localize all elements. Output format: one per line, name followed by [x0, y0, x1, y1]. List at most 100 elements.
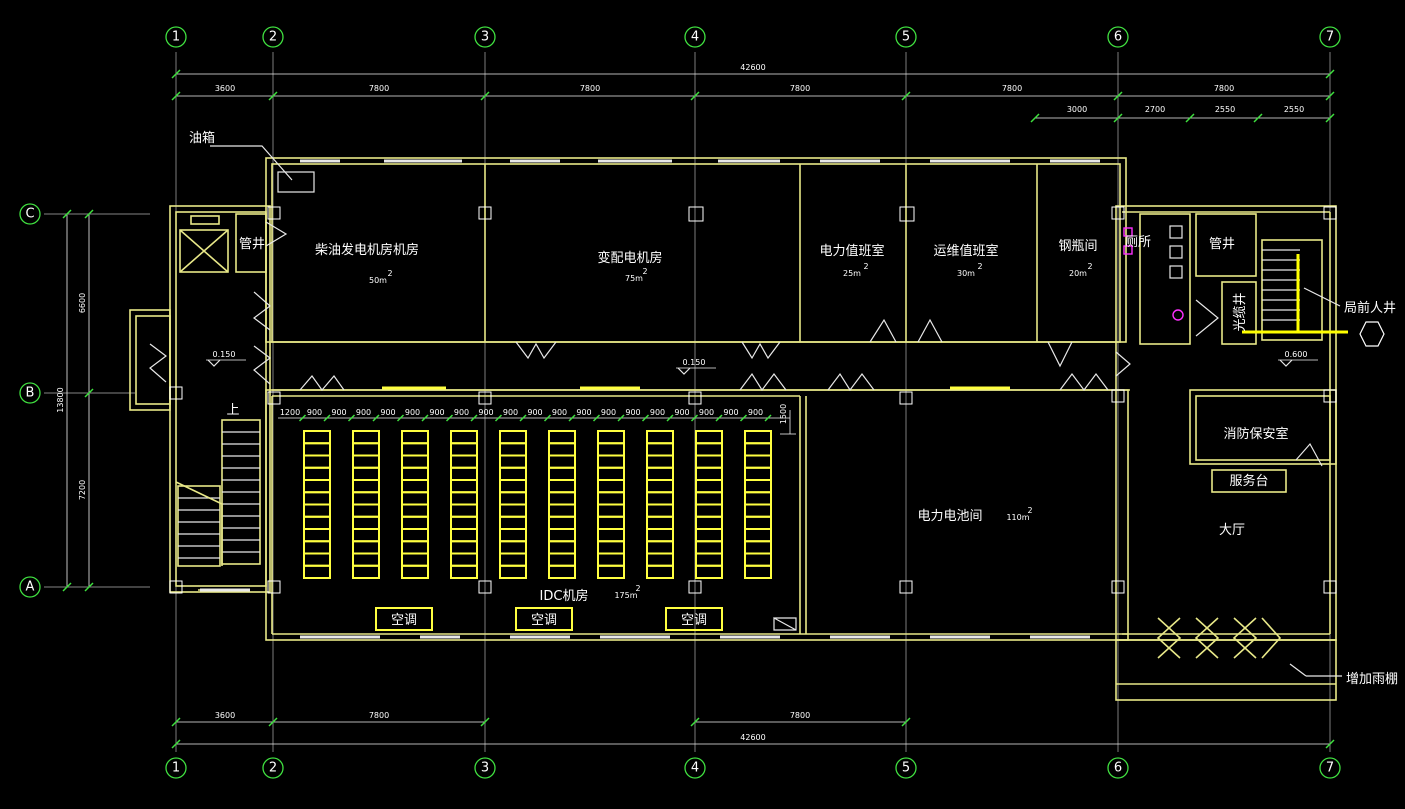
axis-label: 6 [1114, 761, 1122, 776]
rack-cabinet [499, 454, 527, 469]
rack-dim-tick [641, 414, 650, 422]
rack-cabinet [499, 491, 527, 506]
area-sup: 2 [863, 262, 868, 271]
rack-cabinet [695, 454, 723, 469]
rack-cabinet [597, 442, 625, 457]
rack-cabinet [499, 564, 527, 579]
label-weak-shaft: 光缆井 [1232, 292, 1248, 331]
rack-cabinet [303, 454, 331, 469]
rack-cabinet [401, 454, 429, 469]
rack-cabinet [597, 564, 625, 579]
level-markers: 0.150 0.150 0.600 [206, 350, 1318, 375]
rack-dim-label: 900 [356, 408, 371, 417]
axis-label: 5 [902, 30, 910, 45]
rack-cabinet [646, 503, 674, 518]
rack-cabinet [548, 479, 576, 494]
axis-label: 6 [1114, 30, 1122, 45]
area-sup: 2 [1087, 262, 1092, 271]
rack-dim-tick [739, 414, 748, 422]
axis-label: 3 [481, 761, 489, 776]
rack-dim-label: 900 [380, 408, 395, 417]
rack-cabinet [744, 479, 772, 494]
rack-cabinet [744, 552, 772, 567]
dim-overall-left: 13800 [56, 387, 65, 412]
label-canopy: 增加雨棚 [1346, 672, 1398, 687]
rack-cabinet [352, 552, 380, 567]
rack-cabinet [548, 540, 576, 555]
axis-label: 3 [481, 30, 489, 45]
rack-cabinet [597, 503, 625, 518]
rack-dim-tick [666, 414, 674, 422]
label-bottle-room: 钢瓶间 [1058, 239, 1097, 254]
rack-cabinet [646, 442, 674, 457]
level-label: 0.600 [1285, 350, 1308, 359]
rack-cabinet [450, 454, 478, 469]
rack-cabinet [548, 564, 576, 579]
rack-cabinet [597, 454, 625, 469]
rack-cabinet [303, 515, 331, 530]
rack-cabinet [401, 479, 429, 494]
rack-cabinet [352, 479, 380, 494]
rack-cabinet [401, 564, 429, 579]
rack-dim-tick [421, 414, 429, 422]
axis-label: 1 [172, 30, 180, 45]
rack-dim-label: 900 [527, 408, 542, 417]
rack-dim-tick [617, 414, 625, 422]
dim-sub: 2550 [1215, 105, 1235, 114]
rack-cabinet [450, 491, 478, 506]
building-walls [129, 157, 1337, 701]
ac-unit-label: 空调 [531, 613, 557, 628]
rack-cabinet [695, 503, 723, 518]
rack-cabinet [597, 540, 625, 555]
axis-bubbles-top: 1 2 3 4 5 6 7 [165, 26, 1341, 48]
axis-label: 7 [1326, 761, 1334, 776]
area-power-duty: 25m [843, 269, 861, 278]
rack-dim-tick [764, 414, 772, 422]
rack-dim-label: 900 [454, 408, 469, 417]
dim-span: 6600 [78, 293, 87, 313]
manhole-symbol [1359, 321, 1385, 347]
top-dimensions: 42600 3600 7800 7800 7800 7800 7800 3000… [171, 63, 1335, 123]
left-dimensions: 13800 6600 7200 [56, 209, 94, 592]
rack-cabinet [499, 515, 527, 530]
rack-dimension-line [278, 410, 796, 435]
rack-cabinet [352, 491, 380, 506]
axis-label: 4 [691, 30, 699, 45]
rack-cabinet [646, 491, 674, 506]
rack-dim-tick [347, 414, 356, 422]
vertical-grid-lines [175, 52, 1331, 752]
axis-label: 4 [691, 761, 699, 776]
rack-dim-label: 900 [576, 408, 591, 417]
rack-cabinet [695, 540, 723, 555]
rack-cabinet [303, 564, 331, 579]
rack-cabinet [597, 466, 625, 481]
rack-cabinet [548, 466, 576, 481]
dim-sub: 2700 [1145, 105, 1165, 114]
rack-cabinet [352, 442, 380, 457]
rack-cabinet [303, 479, 331, 494]
rack-cabinet [646, 552, 674, 567]
rack-cabinet [450, 503, 478, 518]
rack-dim-tick [715, 414, 723, 422]
label-fire-room: 消防保安室 [1223, 426, 1288, 442]
level-label: 0.150 [683, 358, 706, 367]
label-stair-up: 上 [226, 403, 239, 418]
rack-dim-label: 900 [699, 408, 714, 417]
rack-dim-tick [396, 414, 405, 422]
rack-dim-label: 900 [723, 408, 738, 417]
rack-cabinet [695, 430, 723, 445]
rack-cabinet [303, 466, 331, 481]
area-sup: 2 [642, 267, 647, 276]
ac-unit-3 [665, 607, 723, 631]
area-sup: 2 [635, 584, 640, 593]
label-idc-room: IDC机房 [540, 588, 589, 604]
dim-span: 7800 [790, 711, 810, 720]
rack-cabinet [695, 515, 723, 530]
rack-cabinet [548, 515, 576, 530]
rack-cabinet [548, 430, 576, 445]
rack-cabinet [352, 540, 380, 555]
rack-row [548, 430, 576, 579]
rack-dim-label: 900 [601, 408, 616, 417]
label-service-desk: 服务台 [1229, 473, 1268, 489]
rack-cabinet [303, 442, 331, 457]
